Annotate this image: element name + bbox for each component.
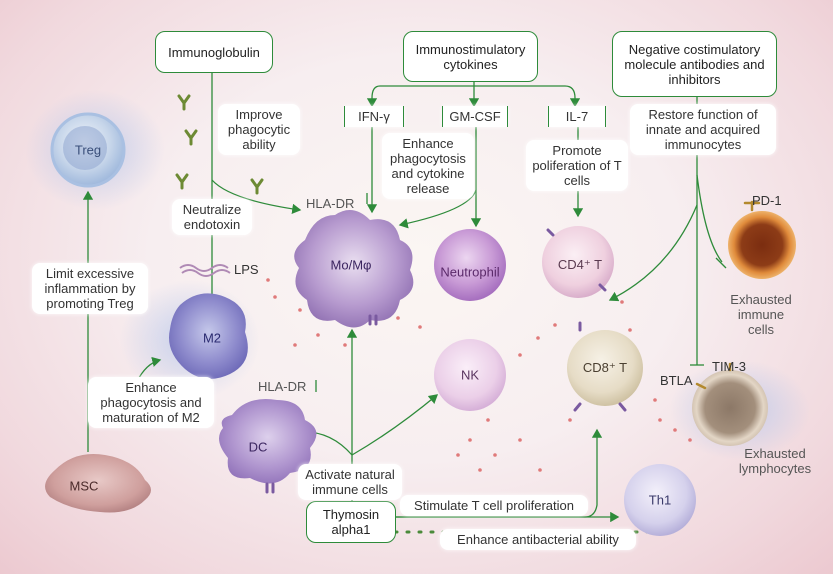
hla-dr-label-dc: HLA-DR bbox=[258, 379, 307, 394]
exhausted-immune-cells-label: Exhausted immune cells bbox=[730, 292, 792, 337]
nk-cell: NK bbox=[460, 367, 480, 383]
promote-t-cells-label: Promote poliferation of T cells bbox=[526, 140, 628, 191]
cd8-t-cell: CD8⁺ T bbox=[582, 360, 628, 375]
m2-cell: M2 bbox=[202, 330, 222, 346]
immunostimulatory-cytokines-box: Immunostimulatory cytokines bbox=[403, 31, 538, 82]
btla-label: BTLA bbox=[660, 373, 693, 388]
stimulate-t-proliferation-label: Stimulate T cell proliferation bbox=[400, 495, 588, 516]
improve-phagocytic-label: Improve phagocytic ability bbox=[218, 104, 300, 155]
msc-cell: MSC bbox=[69, 478, 99, 494]
treg-cell: Treg bbox=[74, 142, 102, 158]
hla-dr-label-momf: HLA-DR bbox=[306, 196, 355, 211]
restore-function-label: Restore function of innate and acquired … bbox=[630, 104, 776, 155]
enhance-m2-label: Enhance phagocytosis and maturation of M… bbox=[88, 377, 214, 428]
limit-inflammation-label: Limit excessive inflammation by promotin… bbox=[32, 263, 148, 314]
ifn-gamma-label: IFN-γ bbox=[344, 106, 404, 127]
thymosin-box: Thymosin alpha1 bbox=[306, 501, 396, 543]
negative-costimulatory-label: Negative costimulatory molecule antibodi… bbox=[624, 41, 765, 87]
negative-costimulatory-box: Negative costimulatory molecule antibodi… bbox=[612, 31, 777, 97]
thymosin-label: Thymosin alpha1 bbox=[322, 507, 380, 537]
neutralize-endotoxin-label: Neutralize endotoxin bbox=[172, 199, 252, 235]
neutrophil-cell: Neutrophil bbox=[440, 264, 500, 280]
enhance-phagocytosis-cytokine-label: Enhance phagocytosis and cytokine releas… bbox=[382, 133, 474, 199]
gm-csf-label: GM-CSF bbox=[442, 106, 508, 127]
immunoglobulin-label: Immunoglobulin bbox=[168, 44, 260, 60]
dc-cell: DC bbox=[248, 439, 268, 455]
cd4-t-cell: CD4⁺ T bbox=[557, 257, 603, 272]
immunoglobulin-box: Immunoglobulin bbox=[155, 31, 273, 73]
tim-3-label: TIM-3 bbox=[712, 359, 746, 374]
th1-cell: Th1 bbox=[648, 492, 672, 508]
activate-natural-label: Activate natural immune cells bbox=[298, 464, 402, 500]
enhance-antibacterial-label: Enhance antibacterial ability bbox=[440, 529, 636, 550]
il-7-label: IL-7 bbox=[548, 106, 606, 127]
mo-mphi-cell: Mo/Mφ bbox=[330, 257, 372, 273]
pd-1-label: PD-1 bbox=[752, 193, 782, 208]
exhausted-lymphocytes-label: Exhausted lymphocytes bbox=[738, 446, 812, 476]
immunostimulatory-cytokines-label: Immunostimulatory cytokines bbox=[415, 41, 526, 72]
lps-label: LPS bbox=[234, 262, 259, 277]
